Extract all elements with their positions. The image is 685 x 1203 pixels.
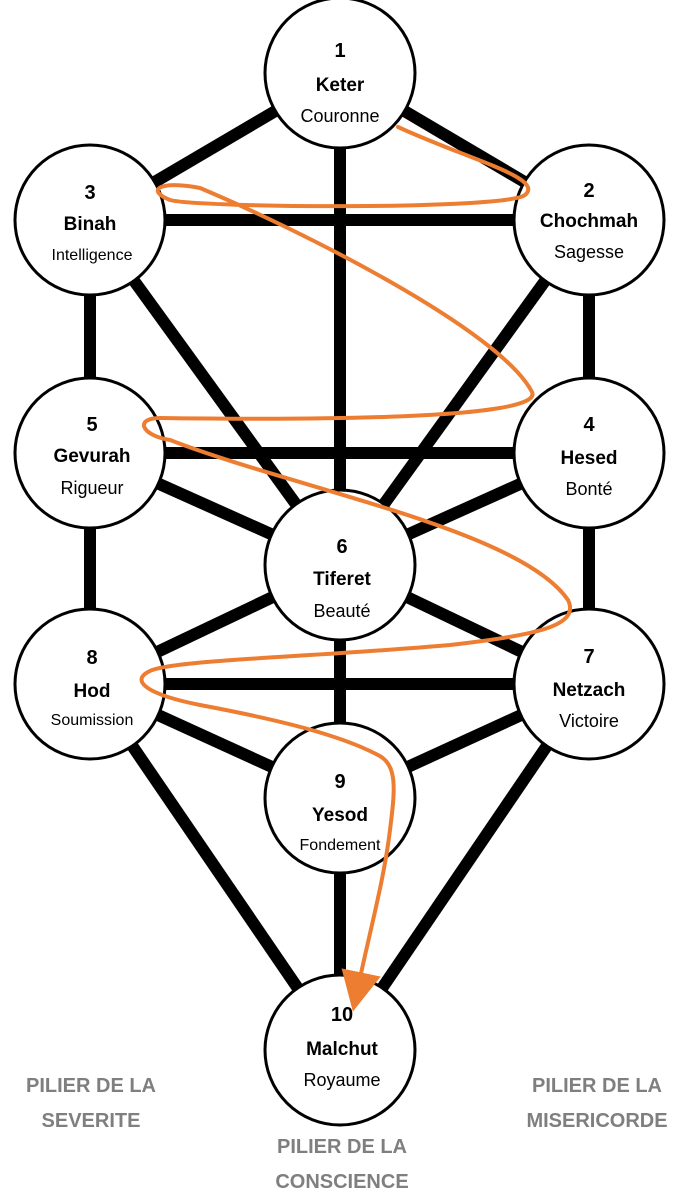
sefira-circle — [13, 376, 167, 530]
sefira-meaning: Couronne — [300, 106, 379, 126]
sefira-circle — [263, 0, 417, 150]
sefira-circle — [512, 143, 666, 297]
sefira-name: Binah — [64, 214, 117, 235]
sefira-netzach: 7 Netzach Victoire — [512, 607, 666, 761]
sefira-meaning: Intelligence — [52, 247, 133, 264]
sefira-circle — [13, 607, 167, 761]
sefira-circle — [263, 721, 417, 875]
sefira-meaning: Bonté — [565, 479, 612, 499]
sefira-number: 5 — [86, 414, 97, 436]
sefira-number: 9 — [334, 771, 345, 793]
sefira-malchut: 10 Malchut Royaume — [263, 973, 417, 1127]
sefira-name: Chochmah — [540, 211, 638, 232]
sefira-name: Yesod — [312, 805, 368, 826]
pillar-label-line: PILIER DE LA — [26, 1075, 156, 1097]
sefira-name: Hesed — [560, 448, 617, 469]
pillar-label-right: PILIER DE LA MISERICORDE — [526, 1075, 667, 1132]
sefira-circle — [512, 607, 666, 761]
sefira-circle — [512, 376, 666, 530]
sefira-number: 10 — [331, 1004, 353, 1026]
sefira-number: 6 — [336, 536, 347, 558]
sefira-circle — [263, 488, 417, 642]
pillar-label-left: PILIER DE LA SEVERITE — [26, 1075, 156, 1132]
sefira-meaning: Royaume — [303, 1070, 380, 1090]
pillar-label-line: CONSCIENCE — [275, 1171, 408, 1193]
sefira-yesod: 9 Yesod Fondement — [263, 721, 417, 875]
sefira-circle — [13, 143, 167, 297]
sefira-number: 1 — [334, 40, 345, 62]
sefira-name: Hod — [74, 681, 111, 702]
pillar-label-line: PILIER DE LA — [277, 1136, 407, 1158]
sefira-name: Gevurah — [53, 446, 130, 467]
sefira-name: Keter — [316, 75, 365, 96]
sefira-meaning: Soumission — [51, 712, 134, 729]
sefira-gevurah: 5 Gevurah Rigueur — [13, 376, 167, 530]
sefira-name: Tiferet — [313, 569, 371, 590]
sefira-number: 3 — [84, 182, 95, 204]
pillar-label-center: PILIER DE LA CONSCIENCE — [275, 1136, 408, 1193]
sefira-meaning: Victoire — [559, 711, 619, 731]
sefira-circle — [263, 973, 417, 1127]
lightning-flash-path — [139, 125, 572, 1012]
sefira-hod: 8 Hod Soumission — [13, 607, 167, 761]
sefira-number: 2 — [583, 180, 594, 202]
sefira-meaning: Rigueur — [60, 478, 123, 498]
sefira-name: Malchut — [306, 1039, 378, 1060]
pillar-label-line: SEVERITE — [42, 1110, 141, 1132]
sefira-tiferet: 6 Tiferet Beauté — [263, 488, 417, 642]
pillar-label-line: PILIER DE LA — [532, 1075, 662, 1097]
sefira-name: Netzach — [553, 680, 626, 701]
sefira-binah: 3 Binah Intelligence — [13, 143, 167, 297]
sefira-keter: 1 Keter Couronne — [263, 0, 417, 150]
sefira-number: 7 — [583, 646, 594, 668]
sefira-number: 4 — [583, 414, 595, 436]
sefira-hesed: 4 Hesed Bonté — [512, 376, 666, 530]
pillar-label-line: MISERICORDE — [526, 1110, 667, 1132]
sefira-meaning: Beauté — [313, 601, 370, 621]
sefira-chochmah: 2 Chochmah Sagesse — [512, 143, 666, 297]
sefira-meaning: Sagesse — [554, 242, 624, 262]
sefira-meaning: Fondement — [300, 837, 381, 854]
sefira-number: 8 — [86, 647, 97, 669]
